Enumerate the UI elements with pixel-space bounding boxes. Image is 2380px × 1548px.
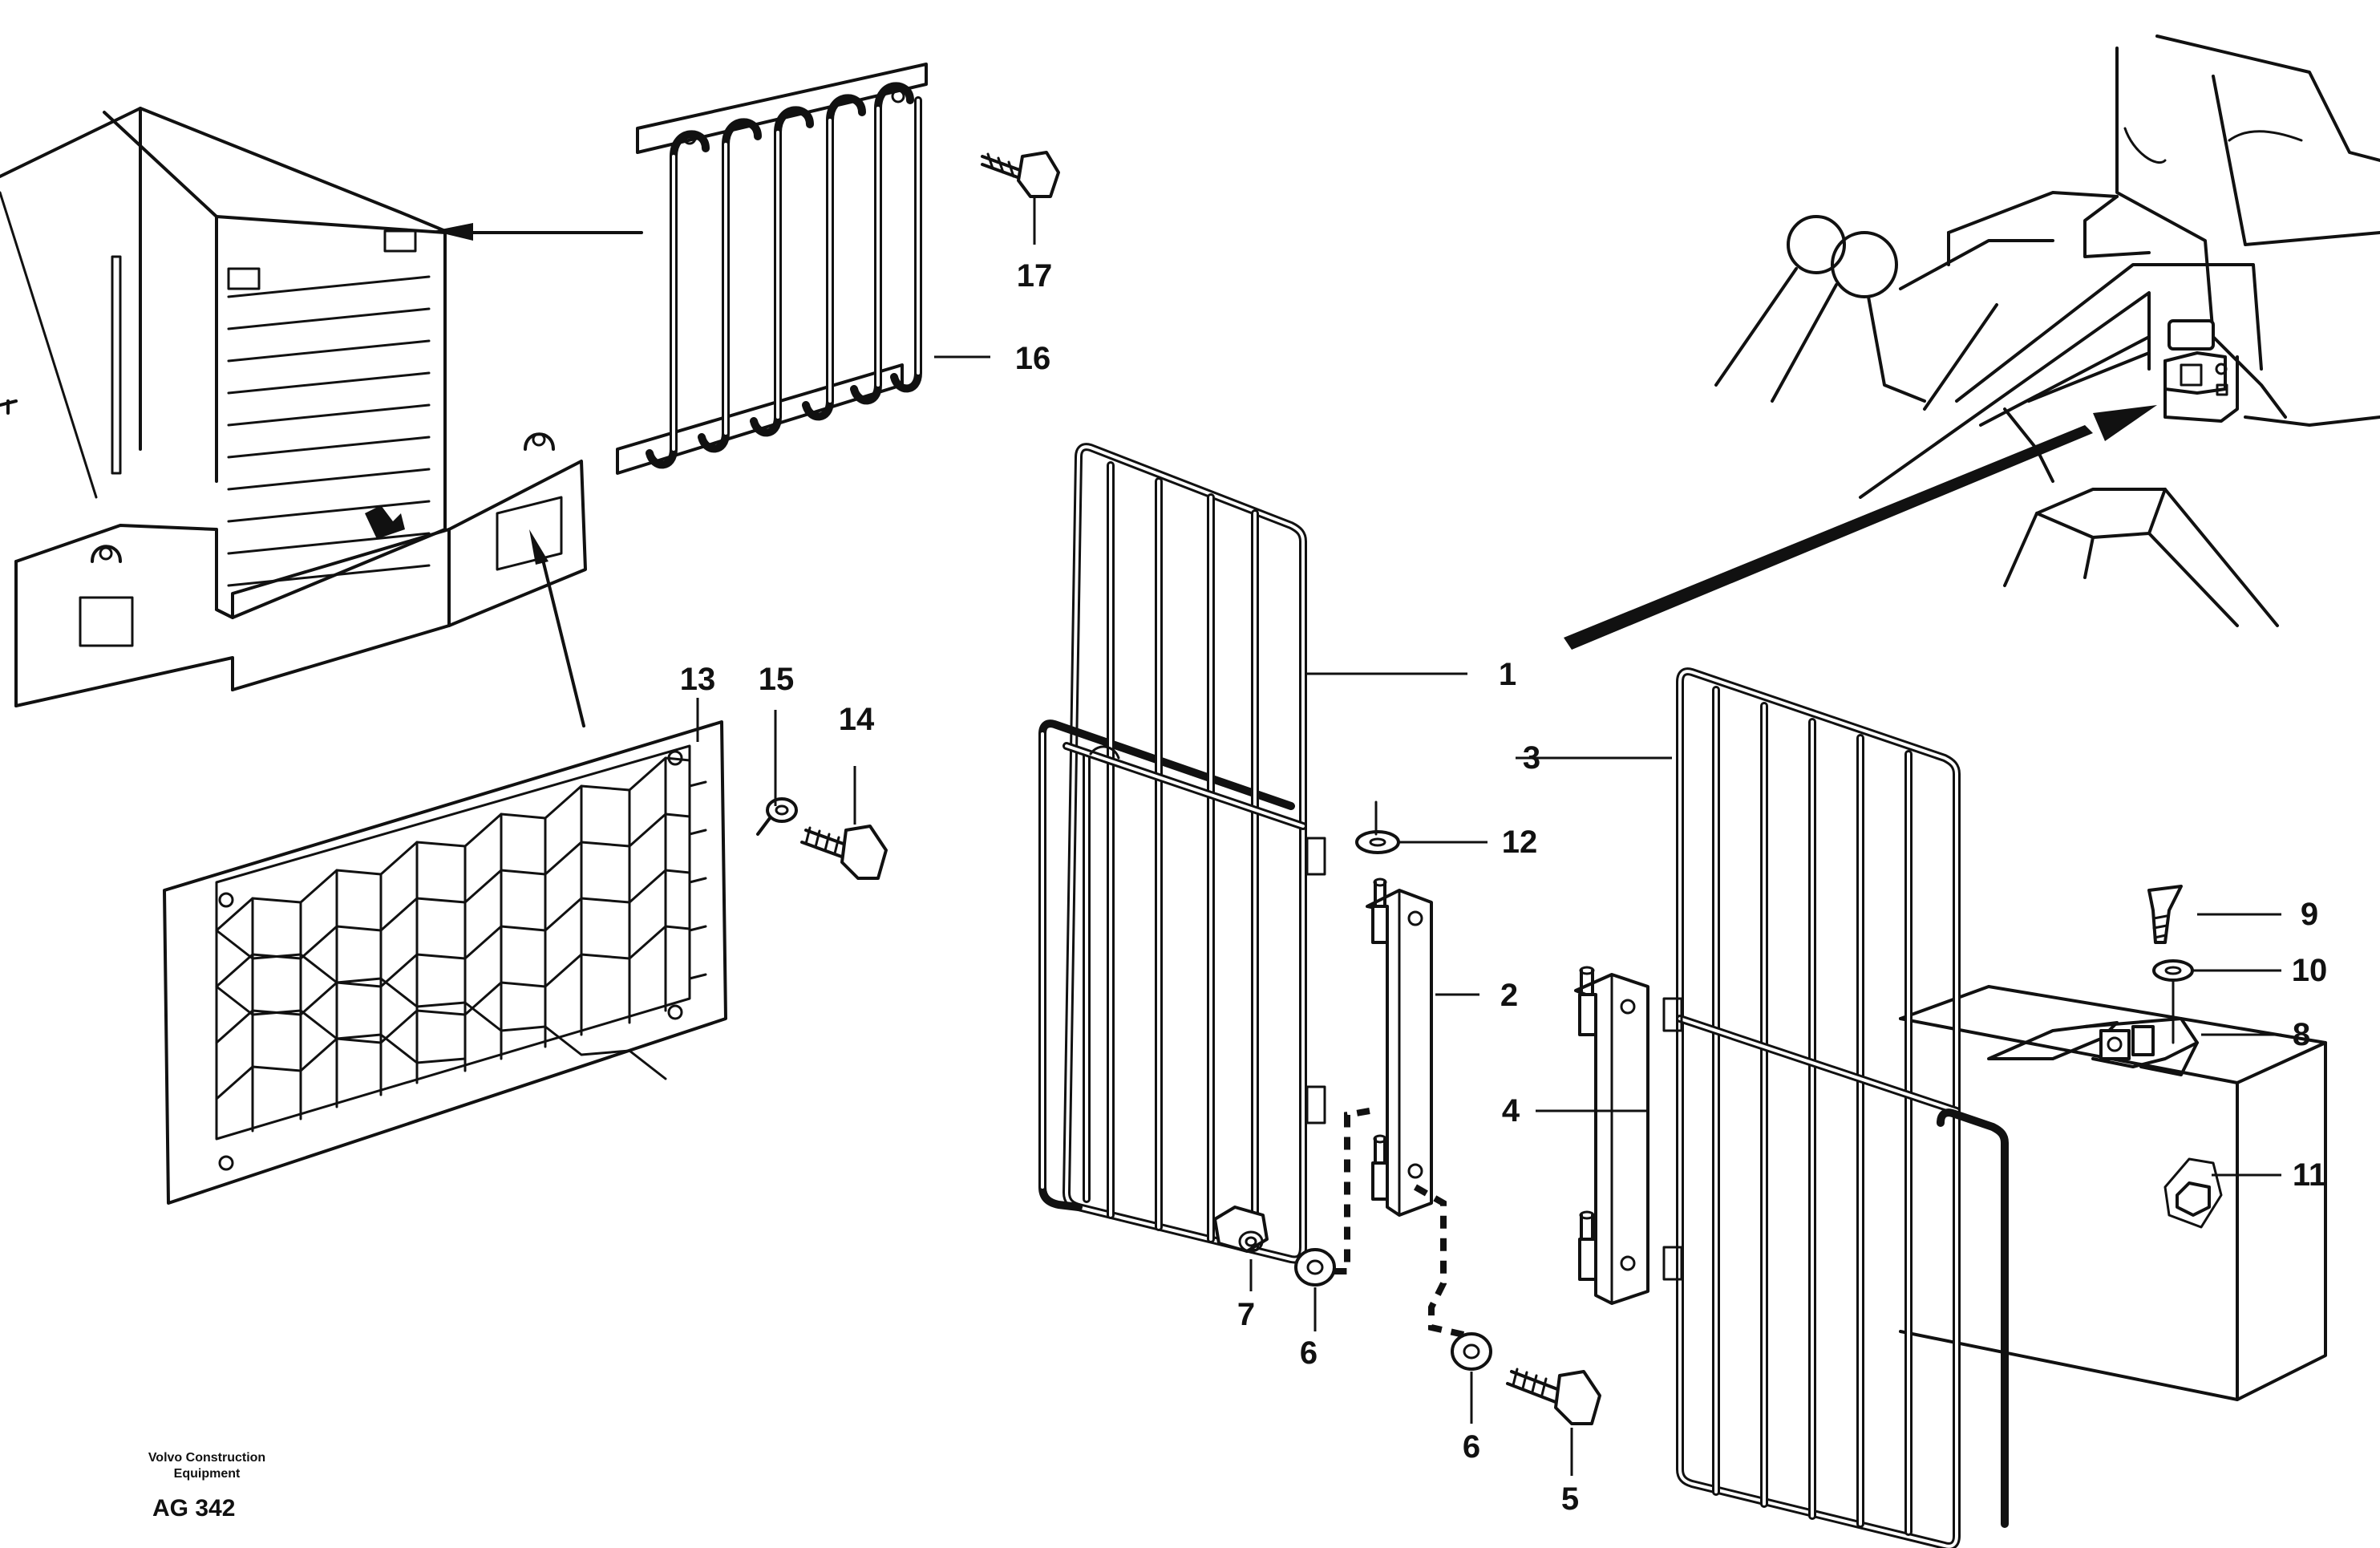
callout-2: 2: [1500, 978, 1518, 1013]
washer-icon: [1294, 1248, 1336, 1287]
wire-guard-icon: [1662, 667, 2009, 1548]
hex-bolt-icon: [981, 151, 1060, 198]
hex-mesh-grille-icon: [163, 720, 727, 1205]
washer-icon: [1451, 1332, 1492, 1371]
arrow-to-guard-16: [433, 223, 643, 241]
company-line-1: Volvo Construction: [148, 1451, 265, 1465]
callout-15: 15: [759, 662, 795, 697]
hinge-plate-icon: [1574, 966, 1649, 1305]
callout-8: 8: [2293, 1017, 2310, 1052]
callout-3: 3: [1523, 740, 1540, 776]
washer-icon: [2152, 959, 2194, 982]
callout-7: 7: [1237, 1297, 1255, 1332]
wire-guard-icon: [1038, 443, 1326, 1264]
callout-14: 14: [839, 702, 875, 737]
part-numbers: 1 2 3 4 5 6 6 7 8 9 10 11 12 13 14 15 16…: [680, 258, 2328, 1517]
callout-6b: 6: [1463, 1429, 1480, 1465]
assembly-path: [1323, 1108, 1370, 1274]
callout-1: 1: [1499, 657, 1516, 692]
latch-icon: [1987, 1017, 2199, 1076]
callout-17: 17: [1017, 258, 1053, 294]
washer-icon: [1355, 800, 1400, 854]
assembly-path: [1414, 1184, 1468, 1339]
callout-11: 11: [2293, 1157, 2326, 1193]
arrow-to-guard-3: [1564, 405, 2157, 650]
arrow-to-grille-13: [529, 529, 585, 727]
drawing-code: AG 342: [152, 1495, 235, 1522]
nut-icon: [1213, 1206, 1269, 1253]
callout-5: 5: [1561, 1481, 1579, 1517]
callout-lines: [696, 197, 2281, 1476]
company-line-2: Equipment: [174, 1467, 241, 1481]
callout-10: 10: [2292, 953, 2328, 988]
callout-9: 9: [2301, 897, 2318, 932]
hex-bolt-icon: [1506, 1368, 1601, 1425]
screw-icon: [2147, 885, 2183, 944]
callout-13: 13: [680, 662, 716, 697]
hex-bolt-icon: [800, 825, 888, 880]
machine-rear-icon: [0, 107, 587, 707]
spring-washer-icon: [756, 797, 798, 836]
footer: Volvo Construction Equipment AG 342: [148, 1451, 265, 1522]
callout-6a: 6: [1300, 1335, 1318, 1371]
box-icon: [1899, 985, 2327, 1401]
callout-16: 16: [1015, 341, 1051, 376]
wire-guard-icon: [616, 63, 928, 475]
hinge-plate-icon: [1366, 877, 1433, 1217]
callout-4: 4: [1502, 1093, 1520, 1129]
callout-12: 12: [1502, 825, 1538, 860]
